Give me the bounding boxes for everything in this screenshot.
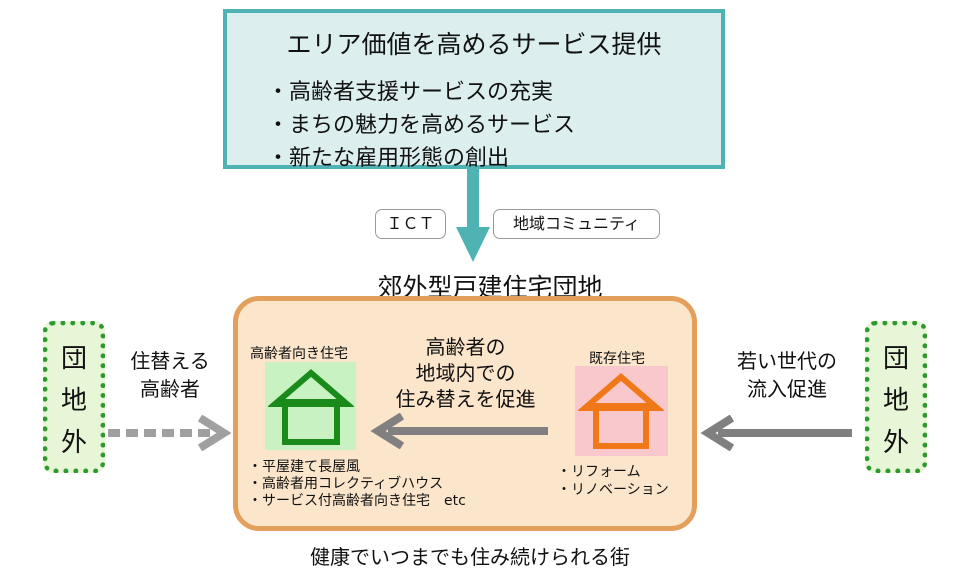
service-item: ・新たな雇用形態の創出 bbox=[267, 146, 510, 171]
outer-area-left: 団 地 外 bbox=[43, 321, 105, 473]
down-arrow bbox=[456, 169, 490, 262]
senior-item: ・平屋建て長屋風 bbox=[248, 459, 360, 475]
outer-area-right: 団 地 外 bbox=[865, 321, 927, 473]
service-item: ・まちの魅力を高めるサービス bbox=[267, 113, 576, 138]
right-text: 流入促進 bbox=[747, 377, 827, 401]
senior-house-label: 高齢者向き住宅 bbox=[250, 346, 348, 362]
service-box: エリア価値を高めるサービス提供 ・高齢者支援サービスの充実 ・まちの魅力を高める… bbox=[223, 9, 725, 171]
senior-house-icon bbox=[268, 369, 354, 445]
outer-char: 外 bbox=[882, 428, 909, 458]
left-text: 高齢者 bbox=[140, 377, 200, 401]
service-item: ・高齢者支援サービスの充実 bbox=[267, 80, 554, 105]
footer-caption: 健康でいつまでも住み続けられる街 bbox=[310, 545, 630, 569]
senior-item: ・高齢者用コレクティブハウス bbox=[248, 476, 444, 492]
senior-item: ・サービス付高齢者向き住宅 etc bbox=[248, 493, 466, 509]
outer-char: 外 bbox=[60, 428, 87, 458]
outer-char: 地 bbox=[60, 386, 87, 416]
existing-item: ・リノベーション bbox=[557, 482, 669, 498]
right-text: 若い世代の bbox=[737, 349, 837, 373]
existing-house-label: 既存住宅 bbox=[589, 351, 645, 367]
outer-char: 地 bbox=[882, 386, 909, 416]
center-text-line: 地域内での bbox=[415, 361, 516, 385]
left-text: 住替える bbox=[130, 349, 210, 373]
existing-house-icon bbox=[578, 373, 664, 449]
young-inflow-arrow bbox=[700, 415, 852, 451]
relocation-arrow bbox=[370, 413, 548, 449]
center-text-line: 住み替えを促進 bbox=[395, 387, 536, 411]
service-title: エリア価値を高めるサービス提供 bbox=[286, 30, 662, 59]
center-text-line: 高齢者の bbox=[425, 335, 506, 359]
inflow-dotted-arrow bbox=[108, 415, 232, 451]
community-tag: 地域コミュニティ bbox=[493, 209, 660, 239]
outer-char: 団 bbox=[882, 344, 909, 374]
ict-tag: ＩＣＴ bbox=[375, 209, 446, 239]
existing-item: ・リフォーム bbox=[557, 464, 641, 480]
outer-char: 団 bbox=[60, 344, 87, 374]
